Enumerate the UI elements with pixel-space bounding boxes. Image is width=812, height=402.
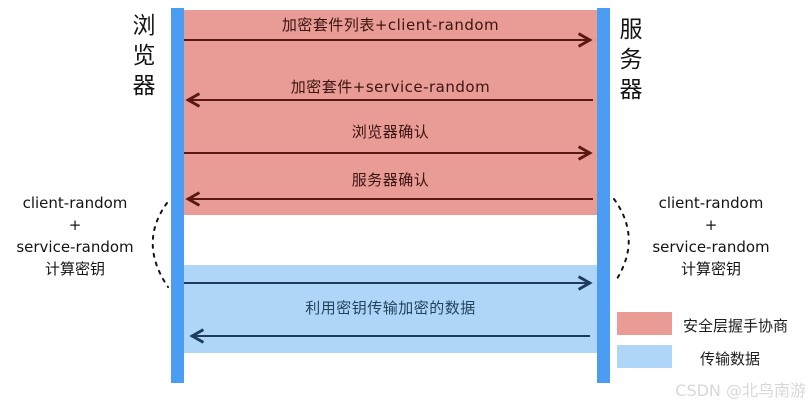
legend-swatch-handshake [617, 312, 672, 335]
keynote-right-service-random: service-random [652, 238, 770, 256]
handshake-phase-band [184, 10, 597, 215]
keynote-left-service-random: service-random [16, 238, 134, 256]
csdn-watermark: CSDN @北鸟南游 [675, 381, 806, 400]
keynote-right-plus: + [704, 216, 718, 234]
message-label-cipher-service-random: 加密套件+service-random [290, 78, 491, 96]
data-transfer-phase-band [184, 265, 597, 353]
keynote-left-client-random: client-random [22, 194, 128, 212]
keynote-left-plus: + [68, 216, 82, 234]
server-lifeline-bar [597, 8, 610, 383]
legend-swatch-data [617, 345, 672, 368]
keynote-right-compute-key: 计算密钥 [680, 260, 741, 278]
keynote-right-client-random: client-random [658, 194, 764, 212]
message-label-server-confirm: 服务器确认 [351, 171, 430, 189]
key-computation-arc-left [151, 202, 169, 288]
message-label-cipher-list-client-random: 加密套件列表+client-random [281, 16, 500, 34]
message-label-encrypted-data: 利用密钥传输加密的数据 [305, 299, 476, 317]
keynote-left-compute-key: 计算密钥 [44, 260, 105, 278]
key-computation-arc-right [613, 198, 630, 283]
server-actor-label: 服务器 [615, 17, 641, 107]
browser-actor-label: 浏览器 [128, 13, 154, 103]
key-computation-note-left: client-random + service-random 计算密钥 [0, 192, 150, 280]
key-computation-note-right: client-random + service-random 计算密钥 [636, 192, 786, 280]
legend-label-data: 传输数据 [700, 350, 761, 368]
message-label-browser-confirm: 浏览器确认 [351, 123, 430, 141]
legend-label-handshake: 安全层握手协商 [683, 317, 789, 335]
browser-lifeline-bar [171, 8, 184, 383]
